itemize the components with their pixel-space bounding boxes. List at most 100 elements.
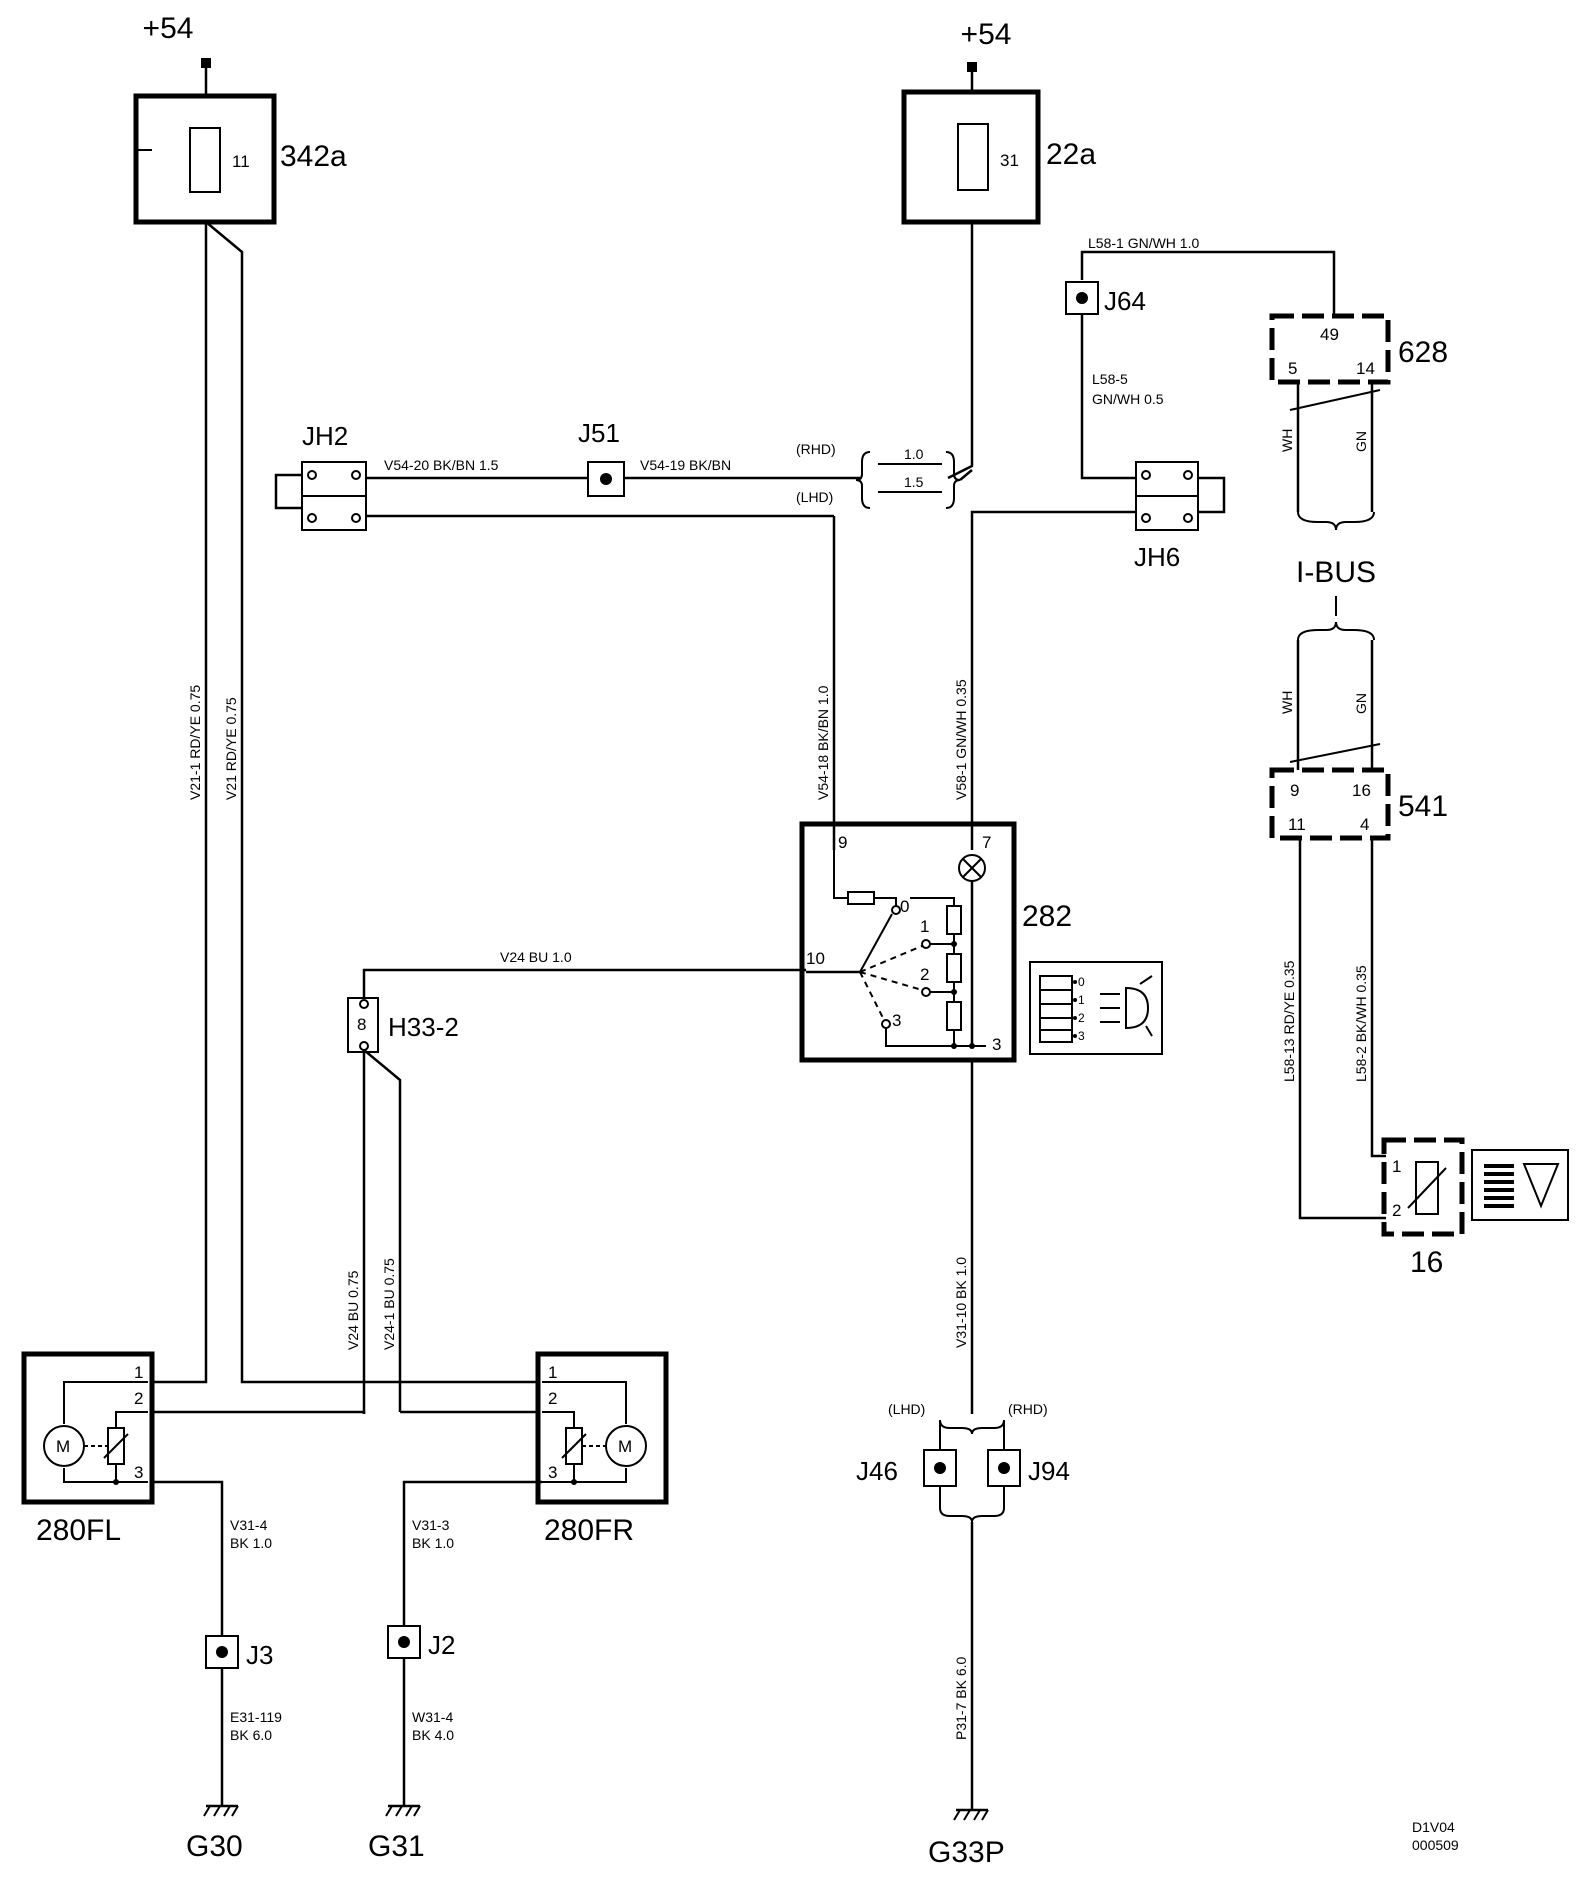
component-label: 541	[1398, 790, 1448, 823]
wire-label: GN	[1353, 431, 1369, 452]
bus-label: I-BUS	[1296, 556, 1376, 589]
connector-label: H33-2	[388, 1012, 459, 1042]
pin-label: 10	[806, 949, 825, 968]
supply-label-right: +54	[961, 18, 1012, 51]
wire-label: WH	[1279, 429, 1295, 452]
fuse-number: 31	[1000, 151, 1019, 170]
wire-label: BK 1.0	[412, 1535, 454, 1551]
component-541: 9 16 11 4 541	[1269, 767, 1448, 841]
position-label: 3	[892, 1011, 901, 1030]
pin-label: 2	[1392, 1201, 1401, 1220]
wire-label: V54-19 BK/BN	[640, 457, 731, 473]
wire-label: L58-5	[1092, 371, 1128, 387]
connector-jh2: JH2	[274, 421, 367, 531]
wire-label: BK 1.0	[230, 1535, 272, 1551]
wire-label: (RHD)	[1008, 1401, 1048, 1417]
connector-label: J3	[246, 1640, 273, 1670]
motor-label: M	[56, 1437, 70, 1456]
wire-label: L58-2 BK/WH 0.35	[1353, 965, 1369, 1082]
connector-label: JH6	[1134, 542, 1180, 572]
wire-label: V31-3	[412, 1517, 450, 1533]
position-label: 1	[920, 917, 929, 936]
icon-level-label: 2	[1078, 1011, 1085, 1025]
component-label: 282	[1022, 900, 1072, 933]
supply-label-left: +54	[143, 12, 194, 45]
component-628: 49 5 14 628	[1269, 313, 1448, 385]
component-282: 9 7 10 3 282 0 1 2	[799, 821, 1072, 1063]
fuse-342a: +54 11 342a	[133, 12, 347, 225]
component-label: 280FR	[544, 1514, 634, 1547]
wire-label: V21-1 RD/YE 0.75	[187, 685, 203, 800]
headlamp-level-icon: 0 1 2 3	[1029, 961, 1163, 1055]
wire-label: V24 BU 1.0	[500, 949, 572, 965]
pin-label: 1	[134, 1363, 143, 1382]
connector-j2: J2	[387, 1625, 455, 1660]
wire-label: 1.5	[904, 474, 924, 490]
pin-label: 3	[548, 1463, 557, 1482]
pin-label: 16	[1352, 781, 1371, 800]
component-280fl: 1 2 3 M 280FL	[21, 1351, 155, 1547]
wire-label: V58-1 GN/WH 0.35	[953, 679, 969, 800]
fuse-id: 22a	[1046, 138, 1096, 171]
connector-label: JH2	[302, 421, 348, 451]
pin-label: 3	[134, 1463, 143, 1482]
connector-label: J64	[1104, 286, 1146, 316]
wire-label: V24 BU 0.75	[345, 1270, 361, 1350]
wire-label: P31-7 BK 6.0	[953, 1657, 969, 1740]
connector-label: J2	[428, 1630, 455, 1660]
wire-label: (LHD)	[796, 489, 833, 505]
wire-label: V21 RD/YE 0.75	[223, 697, 239, 800]
pin-label: 4	[1360, 815, 1369, 834]
pin-label: 3	[992, 1035, 1001, 1054]
wire-label: BK 4.0	[412, 1727, 454, 1743]
wire-label: V31-10 BK 1.0	[953, 1257, 969, 1348]
component-label: 16	[1410, 1246, 1443, 1279]
component-280fr: 1 2 3 M 280FR	[535, 1351, 669, 1547]
connector-j51: J51	[578, 418, 625, 497]
wire-label: BK 6.0	[230, 1727, 272, 1743]
ground-label: G33P	[928, 1836, 1005, 1869]
ground-label: G30	[186, 1830, 243, 1863]
wire-label: GN	[1353, 693, 1369, 714]
pin-label: 14	[1356, 359, 1375, 378]
ground-g31: G31	[368, 1804, 425, 1863]
pin-label: 5	[1288, 359, 1297, 378]
wire-label: (RHD)	[796, 441, 836, 457]
wire-label: V31-4	[230, 1517, 268, 1533]
fuse-id: 342a	[280, 140, 347, 173]
wire-label: L58-13 RD/YE 0.35	[1281, 960, 1297, 1082]
pin-label: 1	[1392, 1157, 1401, 1176]
connector-j94: J94	[987, 1449, 1070, 1487]
ground-g30: G30	[186, 1804, 243, 1863]
fuse-22a: +54 31 22a	[901, 18, 1096, 225]
connector-j3: J3	[205, 1635, 273, 1670]
dimmer-icon	[1471, 1149, 1569, 1221]
icon-level-label: 0	[1078, 975, 1085, 989]
wire-label: E31-119	[230, 1709, 282, 1725]
wire-label: W31-4	[412, 1709, 453, 1725]
icon-level-label: 3	[1078, 1029, 1085, 1043]
connector-j64: J64	[1065, 281, 1146, 316]
ground-label: G31	[368, 1830, 425, 1863]
pin-label: 2	[134, 1389, 143, 1408]
pin-label: 8	[357, 1015, 366, 1034]
ground-g33p: G33P	[928, 1808, 1005, 1869]
icon-level-label: 1	[1078, 993, 1085, 1007]
pin-label: 2	[548, 1389, 557, 1408]
wire-label: 1.0	[904, 446, 924, 462]
wire-label: WH	[1279, 691, 1295, 714]
position-label: 0	[900, 897, 909, 916]
component-16: 1 2 16	[1381, 1137, 1465, 1279]
connector-j46: J46	[856, 1449, 957, 1487]
pin-label: 9	[1290, 781, 1299, 800]
wire-label: V24-1 BU 0.75	[381, 1258, 397, 1350]
pin-label: 11	[1288, 815, 1306, 834]
component-label: 280FL	[36, 1514, 121, 1547]
pin-label: 9	[838, 833, 847, 852]
diagram-code: D1V04	[1412, 1819, 1455, 1835]
connector-jh6: JH6	[1134, 461, 1226, 572]
fuse-number: 11	[232, 152, 250, 171]
motor-label: M	[618, 1437, 632, 1456]
